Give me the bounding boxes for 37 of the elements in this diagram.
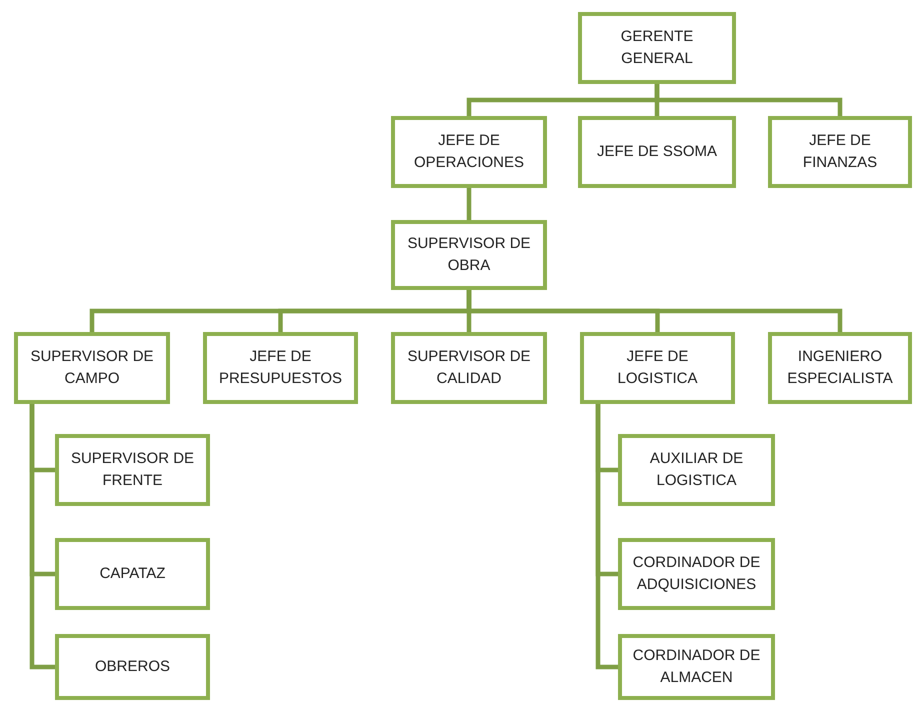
org-box bbox=[768, 116, 912, 188]
org-box bbox=[618, 538, 775, 610]
connector-line bbox=[654, 84, 842, 116]
org-box bbox=[578, 12, 736, 84]
connector-line bbox=[466, 188, 472, 220]
role-title: SUPERVISOR DE CALIDAD bbox=[406, 347, 532, 389]
connector-line bbox=[466, 290, 842, 332]
role-title: JEFE DE PRESUPUESTOS bbox=[218, 347, 344, 389]
connector-line bbox=[596, 404, 618, 670]
role-title: JEFE DE SSOMA bbox=[596, 142, 718, 162]
connector-line bbox=[30, 404, 55, 670]
org-box bbox=[55, 634, 210, 700]
role-title: OBREROS bbox=[94, 657, 170, 677]
org-box bbox=[14, 332, 170, 404]
org-box bbox=[55, 538, 210, 610]
role-title: JEFE DE OPERACIONES bbox=[412, 131, 526, 173]
org-box bbox=[618, 634, 775, 700]
org-box bbox=[618, 434, 775, 506]
org-box bbox=[203, 332, 358, 404]
org-box bbox=[391, 332, 547, 404]
org-box bbox=[768, 332, 912, 404]
role-title: GERENTE GENERAL bbox=[620, 27, 694, 69]
org-box bbox=[55, 434, 210, 506]
role-title: INGENIERO ESPECIALISTA bbox=[786, 347, 894, 389]
role-title: SUPERVISOR DE CAMPO bbox=[29, 347, 155, 389]
role-title: SUPERVISOR DE OBRA bbox=[406, 234, 532, 276]
org-box bbox=[578, 116, 736, 188]
role-title: CORDINADOR DE ALMACEN bbox=[632, 646, 762, 688]
org-box bbox=[391, 220, 547, 290]
role-title: JEFE DE LOGISTICA bbox=[616, 347, 699, 389]
role-title: AUXILIAR DE LOGISTICA bbox=[648, 449, 744, 491]
org-box bbox=[391, 116, 547, 188]
role-title: SUPERVISOR DE FRENTE bbox=[70, 449, 196, 491]
role-title: JEFE DE FINANZAS bbox=[802, 131, 878, 173]
org-box bbox=[580, 332, 735, 404]
role-title: CORDINADOR DE ADQUISICIONES bbox=[632, 553, 762, 595]
role-title: CAPATAZ bbox=[100, 564, 166, 584]
